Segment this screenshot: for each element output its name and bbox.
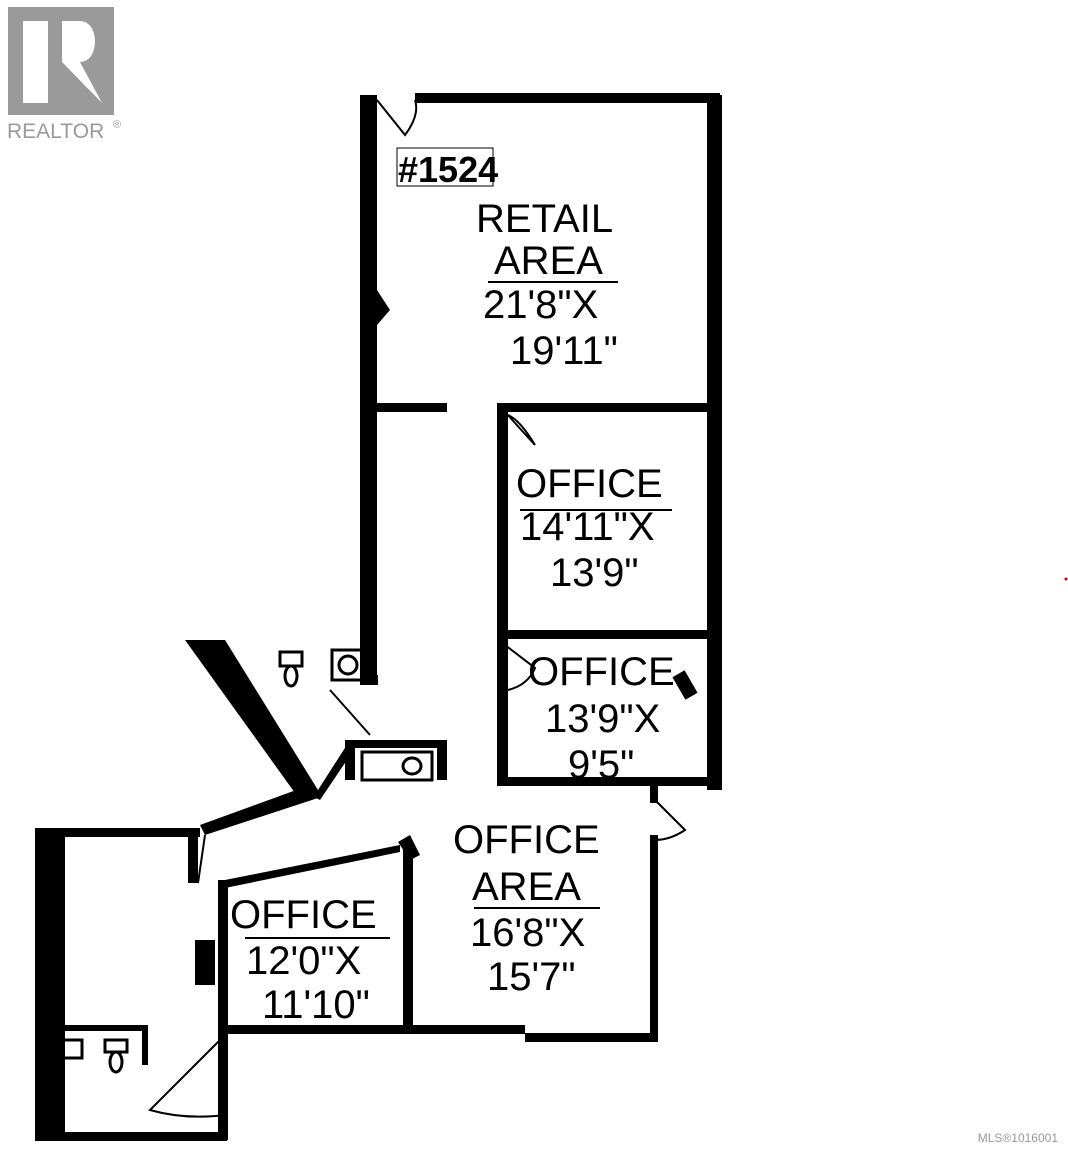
svg-text:13'9"X: 13'9"X bbox=[545, 697, 660, 741]
walls bbox=[35, 93, 722, 1141]
room-office-2: OFFICE 13'9"X 9'5" bbox=[528, 650, 675, 787]
svg-text:15'7": 15'7" bbox=[487, 955, 576, 999]
svg-text:14'11"X: 14'11"X bbox=[520, 505, 655, 549]
svg-text:OFFICE: OFFICE bbox=[230, 893, 377, 937]
realtor-logo: REALTOR ® bbox=[7, 7, 121, 143]
svg-text:AREA: AREA bbox=[472, 865, 581, 909]
toilet-icon bbox=[283, 664, 299, 688]
svg-text:9'5": 9'5" bbox=[568, 743, 634, 787]
svg-text:OFFICE: OFFICE bbox=[516, 462, 663, 506]
room-office-area: OFFICE AREA 16'8"X 15'7" bbox=[453, 818, 600, 999]
svg-text:11'10": 11'10" bbox=[262, 983, 370, 1027]
svg-text:AREA: AREA bbox=[494, 239, 603, 283]
svg-text:OFFICE: OFFICE bbox=[528, 650, 675, 694]
sink-icon bbox=[330, 648, 366, 682]
doors bbox=[148, 99, 687, 1118]
svg-text:REALTOR: REALTOR bbox=[7, 120, 104, 143]
toilet-icon bbox=[103, 1038, 129, 1054]
svg-text:#1524: #1524 bbox=[398, 149, 498, 190]
svg-text:13'9": 13'9" bbox=[550, 551, 639, 595]
sink-icon bbox=[360, 750, 434, 782]
room-retail-area: RETAIL AREA 21'8"X 19'11" bbox=[476, 197, 618, 373]
svg-text:OFFICE: OFFICE bbox=[453, 818, 600, 862]
svg-text:16'8"X: 16'8"X bbox=[470, 911, 585, 955]
sink-icon bbox=[60, 1038, 84, 1060]
room-office-3: OFFICE 12'0"X 11'10" bbox=[230, 893, 390, 1027]
room-office-1: OFFICE 14'11"X 13'9" bbox=[516, 462, 672, 595]
svg-text:12'0"X: 12'0"X bbox=[246, 939, 361, 983]
fixtures bbox=[60, 648, 434, 1074]
svg-text:RETAIL: RETAIL bbox=[476, 197, 613, 241]
unit-number: #1524 bbox=[396, 147, 498, 190]
svg-text:®: ® bbox=[113, 119, 121, 131]
toilet-icon bbox=[278, 650, 304, 668]
svg-text:19'11": 19'11" bbox=[510, 329, 618, 373]
mls-number: MLS®1016001 bbox=[977, 1131, 1058, 1145]
svg-text:21'8"X: 21'8"X bbox=[483, 283, 598, 327]
